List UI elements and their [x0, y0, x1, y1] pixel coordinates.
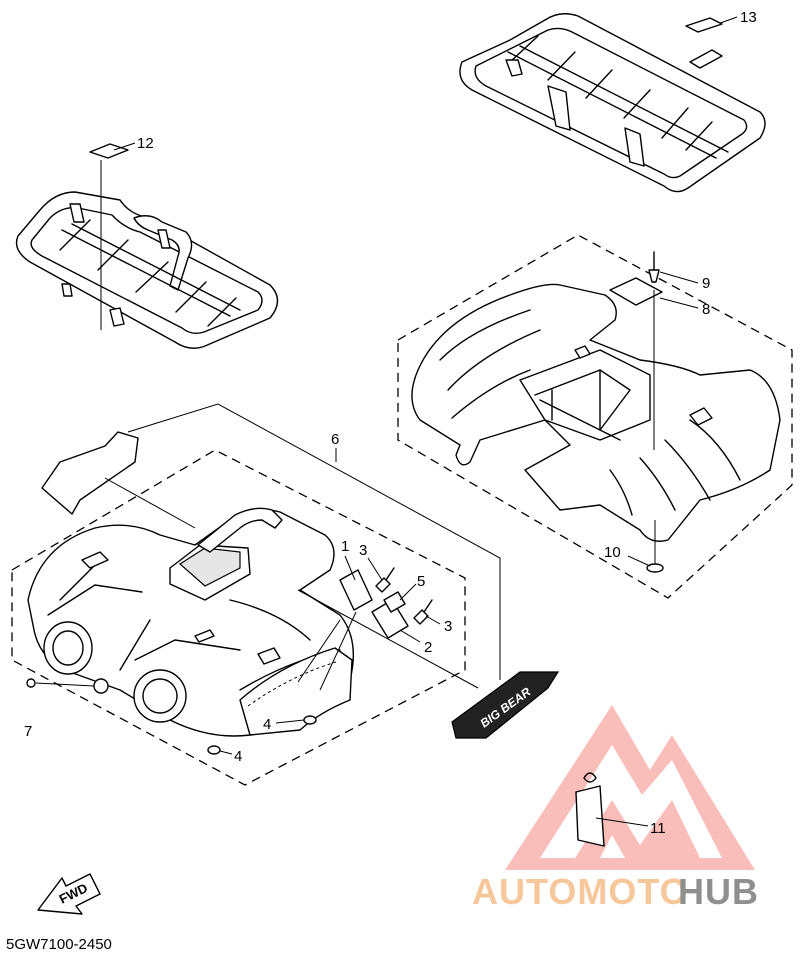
watermark-text-hub: HUB	[678, 871, 759, 912]
callouts: 1 2 3 3 4 4 5 6 7 8 9 10 11 12 13	[24, 9, 757, 837]
callout-13: 13	[740, 9, 757, 26]
callout-8: 8	[702, 301, 710, 318]
watermark-logo	[505, 705, 755, 870]
callout-1: 1	[341, 538, 349, 555]
callout-9: 9	[702, 275, 710, 292]
fwd-direction-arrow: FWD	[37, 873, 101, 915]
callout-3a: 3	[359, 542, 367, 559]
rear-carrier	[459, 13, 766, 193]
callout-12: 12	[137, 135, 154, 152]
big-bear-decal: BIG BEAR	[451, 671, 560, 739]
callout-4a: 4	[263, 716, 271, 733]
front-fender-group-outline	[11, 449, 466, 786]
watermark-text-automoto: AUTOMOTO	[472, 871, 689, 912]
watermark-text: AUTOMOTO HUB	[472, 871, 759, 912]
warning-label	[575, 772, 649, 847]
diagram-part-code: 5GW7100-2450	[6, 936, 112, 953]
callout-5: 5	[417, 573, 425, 590]
rear-fender-group-outline	[397, 234, 793, 599]
front-carrier	[15, 143, 279, 349]
callout-3b: 3	[444, 618, 452, 635]
callout-leaders	[113, 16, 738, 755]
callout-11: 11	[650, 820, 666, 837]
callout-6: 6	[331, 431, 339, 448]
callout-7: 7	[24, 723, 32, 740]
callout-2: 2	[424, 639, 432, 656]
front-fender	[26, 431, 479, 755]
callout-4b: 4	[234, 748, 242, 765]
callout-10: 10	[604, 544, 621, 561]
rear-fender	[411, 251, 781, 573]
